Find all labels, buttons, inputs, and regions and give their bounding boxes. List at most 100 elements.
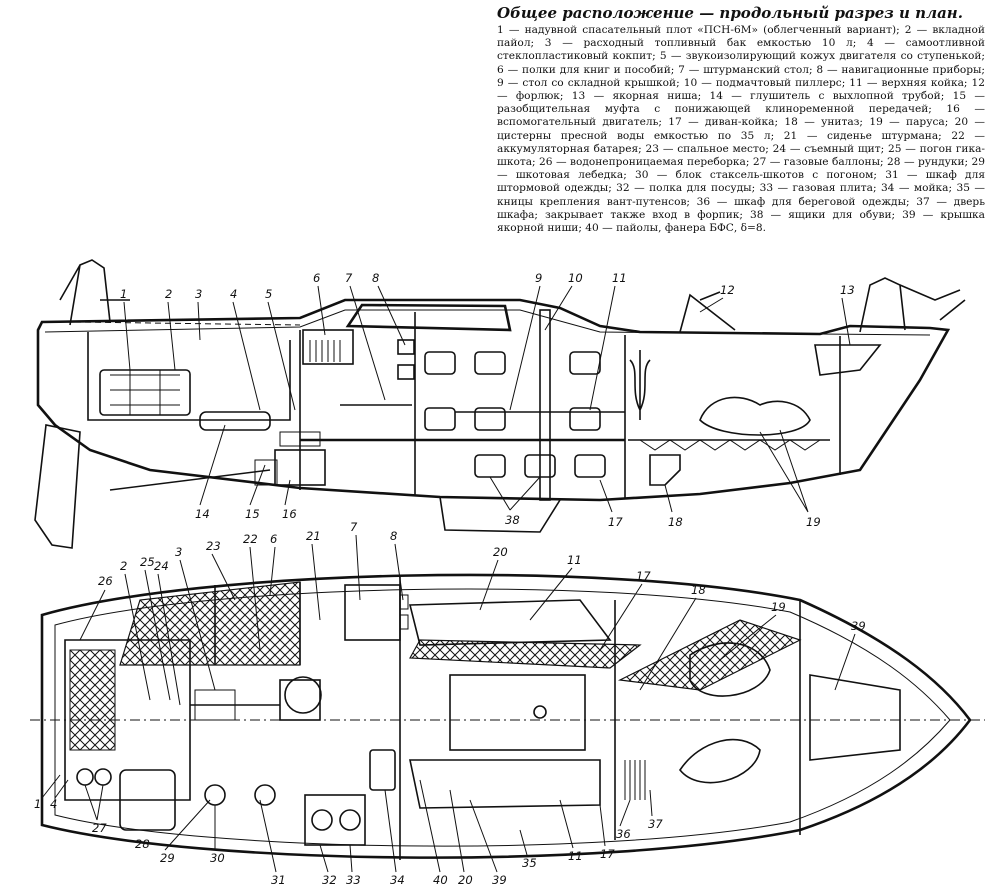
bookshelf — [302, 329, 354, 365]
label-p20a: 20 — [493, 545, 508, 559]
label-38: 38 — [505, 513, 520, 527]
label-5: 5 — [265, 287, 272, 301]
label-p7: 7 — [350, 520, 358, 534]
label-6: 6 — [313, 271, 320, 285]
stern-pulpit — [59, 259, 130, 326]
label-p37: 37 — [648, 817, 663, 831]
water-tank-starboard — [409, 759, 601, 809]
label-11: 11 — [612, 271, 627, 285]
label-16: 16 — [282, 507, 297, 521]
water-tank-port — [408, 599, 612, 646]
label-2: 2 — [165, 287, 172, 301]
sail-bags — [699, 396, 811, 436]
section-leader-lines — [123, 285, 851, 513]
exhaust-muffler — [199, 411, 271, 431]
label-8: 8 — [372, 271, 379, 285]
plan-bulkheads — [214, 575, 801, 860]
engine — [274, 449, 326, 486]
label-p2: 2 — [120, 559, 127, 573]
bow-pulpit — [859, 277, 966, 333]
label-p21: 21 — [306, 529, 321, 543]
label-1: 1 — [120, 287, 127, 301]
locker-battens — [624, 760, 646, 800]
label-p11b: 11 — [568, 849, 583, 863]
label-p4: 4 — [50, 797, 57, 811]
label-15: 15 — [245, 507, 260, 521]
label-p34: 34 — [390, 873, 405, 887]
forepeak-berth-plan — [617, 619, 802, 691]
caption-title: Общее расположение — продольный разрез и… — [497, 4, 963, 22]
sail-bags-plan — [679, 642, 771, 784]
label-p30: 30 — [210, 851, 225, 865]
section-labels: 1 2 3 4 5 6 7 8 9 10 11 12 13 14 15 16 1… — [120, 271, 855, 529]
label-7: 7 — [345, 271, 353, 285]
label-p32: 32 — [322, 873, 337, 887]
liferaft — [99, 369, 191, 416]
label-9: 9 — [535, 271, 542, 285]
label-p17b: 17 — [600, 847, 615, 861]
label-p28: 28 — [135, 837, 150, 851]
caption-body: 1 — надувной спасательный плот «ПСН-6М» … — [497, 24, 985, 235]
gas-bottle — [76, 768, 94, 786]
label-p36: 36 — [616, 827, 631, 841]
toilet — [649, 454, 681, 486]
prop-shaft — [109, 469, 271, 491]
label-p29: 29 — [160, 851, 175, 865]
label-3: 3 — [195, 287, 202, 301]
caption: Общее расположение — продольный разрез и… — [497, 4, 985, 235]
mast-step — [533, 705, 547, 719]
label-p35: 35 — [522, 856, 537, 870]
keel — [439, 496, 561, 533]
label-17: 17 — [608, 515, 623, 529]
label-p27: 27 — [92, 821, 107, 835]
label-p1: 1 — [34, 797, 41, 811]
salon-berth-port — [409, 639, 642, 669]
salon-table-plan — [449, 674, 586, 751]
salon-windows — [424, 351, 606, 478]
label-p17a: 17 — [636, 569, 651, 583]
label-p39a: 39 — [851, 619, 866, 633]
galley-stove — [304, 794, 366, 846]
label-10: 10 — [568, 271, 583, 285]
plan-leader-lines — [41, 534, 856, 873]
label-p23: 23 — [206, 539, 221, 553]
cockpit — [87, 332, 291, 421]
label-p6: 6 — [270, 532, 277, 546]
plan-labels: 26 2 25 24 3 23 22 6 21 7 8 20 11 17 18 … — [34, 520, 866, 887]
anchor-hatch — [809, 674, 901, 761]
label-p20b: 20 — [458, 873, 473, 887]
chart-table-plan — [344, 584, 401, 641]
label-p33: 33 — [346, 873, 361, 887]
label-19: 19 — [806, 515, 821, 529]
label-14: 14 — [195, 507, 210, 521]
label-p26: 26 — [98, 574, 113, 588]
label-18: 18 — [668, 515, 683, 529]
mast-pillar — [539, 309, 551, 501]
label-p40: 40 — [433, 873, 448, 887]
label-4: 4 — [230, 287, 237, 301]
coachroof-window — [345, 303, 512, 332]
anchor-well — [814, 344, 882, 376]
plan-view — [30, 573, 985, 860]
longitudinal-section — [34, 259, 966, 549]
cockpit-locker — [119, 769, 176, 831]
label-p19: 19 — [771, 600, 786, 614]
label-p31: 31 — [271, 873, 286, 887]
label-p22: 22 — [243, 532, 258, 546]
label-13: 13 — [840, 283, 855, 297]
sink — [369, 749, 396, 791]
rope-coils — [629, 350, 651, 420]
bulkheads — [299, 312, 841, 498]
label-p25: 25 — [140, 555, 155, 569]
label-p39b: 39 — [492, 873, 507, 887]
rudder — [34, 424, 81, 549]
forehatch — [679, 291, 736, 333]
label-p18: 18 — [691, 583, 706, 597]
label-p11a: 11 — [567, 553, 582, 567]
label-p24: 24 — [154, 559, 169, 573]
label-p8: 8 — [390, 529, 397, 543]
label-12: 12 — [720, 283, 735, 297]
deck-line — [44, 309, 931, 336]
hull-profile — [36, 298, 951, 502]
